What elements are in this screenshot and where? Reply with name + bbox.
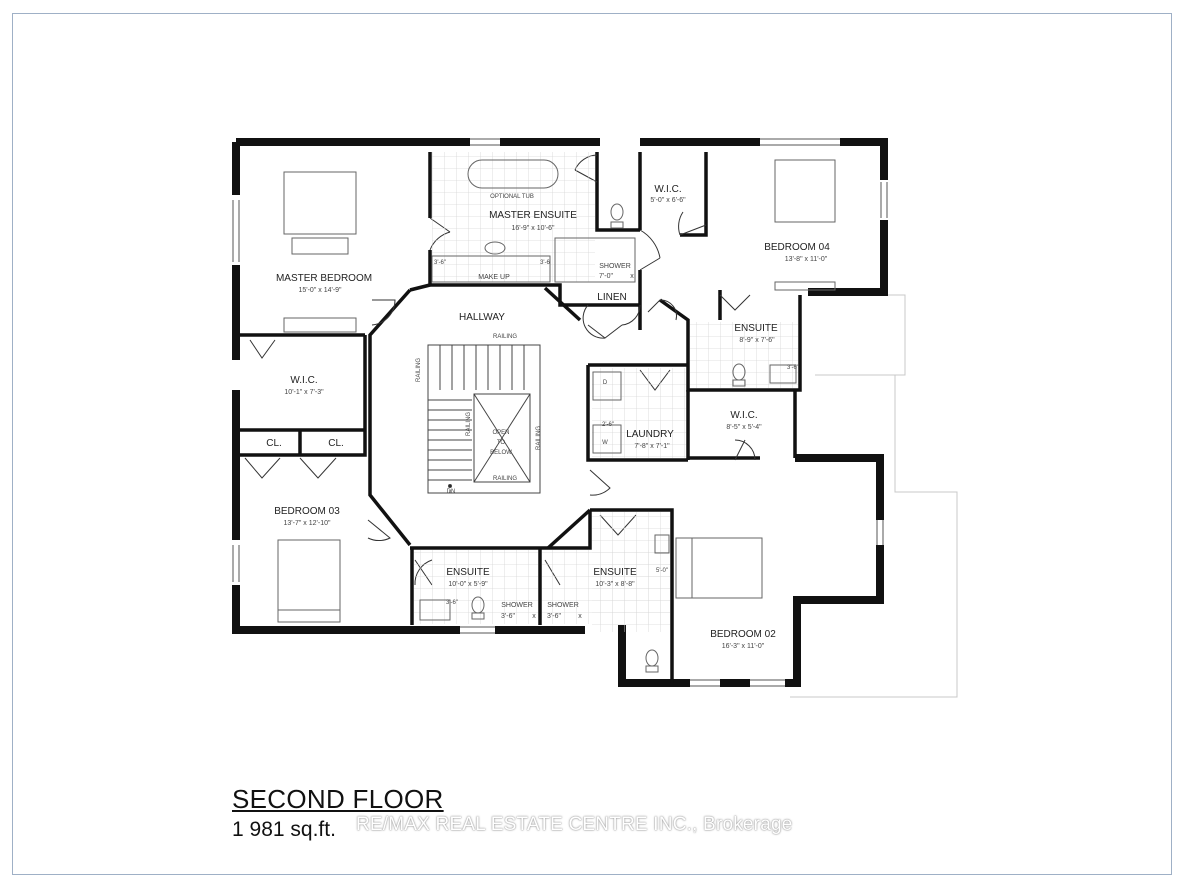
floor-title: SECOND FLOOR	[232, 784, 444, 814]
tile-floors	[414, 152, 798, 632]
master-bedroom-dim: 15'-0" x 14'-9"	[298, 287, 342, 294]
master-shower-dim: 7'-0"	[599, 273, 613, 280]
laundry-side: 2'-6"	[602, 422, 614, 428]
shower-03-dim: 3'-6"	[501, 613, 515, 620]
ensuite-03-name: ENSUITE	[446, 567, 490, 578]
ensuite-02-dim: 10'-3" x 8'-8"	[595, 581, 635, 588]
master-shower-pan	[554, 237, 636, 283]
shower-02-dim: 3'-6"	[547, 613, 561, 620]
make-up-label: MAKE UP	[478, 274, 510, 281]
railing-bottom: RAILING	[493, 476, 517, 482]
ensuite-02-side: 5'-0"	[656, 568, 668, 574]
laundry-w: W	[602, 440, 608, 446]
staircase	[427, 344, 541, 494]
shower-02-mark: x	[578, 613, 582, 620]
master-bed	[283, 171, 357, 235]
master-bedroom-name: MASTER BEDROOM	[276, 273, 372, 284]
adjacent-outline	[790, 294, 958, 698]
closet-right-label: CL.	[328, 438, 344, 449]
brokerage-watermark: RE/MAX REAL ESTATE CENTRE INC., Brokerag…	[356, 814, 793, 835]
ensuite-03-side: 3'-6"	[446, 600, 458, 606]
floor-area: 1 981 sq.ft.	[232, 818, 336, 841]
bedroom-03-name: BEDROOM 03	[274, 506, 340, 517]
windows	[232, 138, 888, 687]
linen-label: LINEN	[597, 292, 626, 303]
railing-left: RAILING	[416, 358, 422, 382]
railing-mid: RAILING	[466, 412, 472, 436]
room-labels: OPTIONAL TUB MASTER ENSUITE 16'-9" x 10'…	[266, 184, 830, 650]
shower-03-name: SHOWER	[501, 602, 533, 609]
ensuite-04-side: 3'-6"	[787, 365, 799, 371]
optional-tub-label: OPTIONAL TUB	[490, 194, 534, 200]
bedroom-02-dim: 16'-3" x 11'-0"	[722, 643, 765, 650]
closet-left-label: CL.	[266, 438, 282, 449]
shower-02-name: SHOWER	[547, 602, 579, 609]
bedroom-04-dim: 13'-8" x 11'-0"	[785, 256, 828, 263]
laundry-dim: 7'-8" x 7'-1"	[634, 443, 670, 450]
wic-top-name: W.I.C.	[654, 184, 681, 195]
bathtub	[467, 159, 559, 189]
shower-03-mark: x	[532, 613, 536, 620]
bedroom-02-name: BEDROOM 02	[710, 629, 776, 640]
master-shower-mark: x	[630, 273, 634, 280]
bed-02	[691, 537, 763, 599]
open-to-below-line3: BELOW	[490, 450, 512, 456]
ensuite-04-dim: 8'-9" x 7'-6"	[739, 337, 775, 344]
railing-top: RAILING	[493, 334, 517, 340]
wic-02-name: W.I.C.	[730, 410, 757, 421]
stair-down-label: DN	[447, 489, 456, 495]
open-to-below-line1: OPEN	[492, 430, 509, 436]
wic-top-dim: 5'-0" x 6'-6"	[650, 197, 686, 204]
hallway-label: HALLWAY	[459, 312, 505, 323]
laundry-d: D	[603, 380, 608, 386]
ensuite-03-dim: 10'-0" x 5'-9"	[448, 581, 488, 588]
make-up-left-dim: 3'-6"	[434, 260, 446, 266]
bed-04	[774, 159, 836, 223]
fixtures	[277, 159, 836, 673]
ensuite-04-name: ENSUITE	[734, 323, 778, 334]
master-shower-name: SHOWER	[599, 263, 631, 270]
make-up-right-dim: 3'-6	[540, 260, 550, 266]
bedroom-04-name: BEDROOM 04	[764, 242, 830, 253]
ensuite-02-name: ENSUITE	[593, 567, 637, 578]
master-ensuite-dim: 16'-9" x 10'-6"	[511, 225, 555, 232]
laundry-name: LAUNDRY	[626, 429, 674, 440]
interior-walls	[240, 152, 802, 683]
wic-master-name: W.I.C.	[290, 375, 317, 386]
railing-right: RAILING	[536, 426, 542, 450]
bedroom-03-dim: 13'-7" x 12'-10"	[284, 520, 331, 527]
master-ensuite-name: MASTER ENSUITE	[489, 210, 577, 221]
wic-02-dim: 8'-5" x 5'-4"	[726, 424, 762, 431]
exterior-walls	[232, 138, 888, 687]
bed-03	[277, 539, 341, 611]
page-frame	[12, 13, 1172, 875]
wic-master-dim: 10'-1" x 7'-3"	[284, 389, 324, 396]
open-to-below-line2: TO	[497, 440, 506, 446]
